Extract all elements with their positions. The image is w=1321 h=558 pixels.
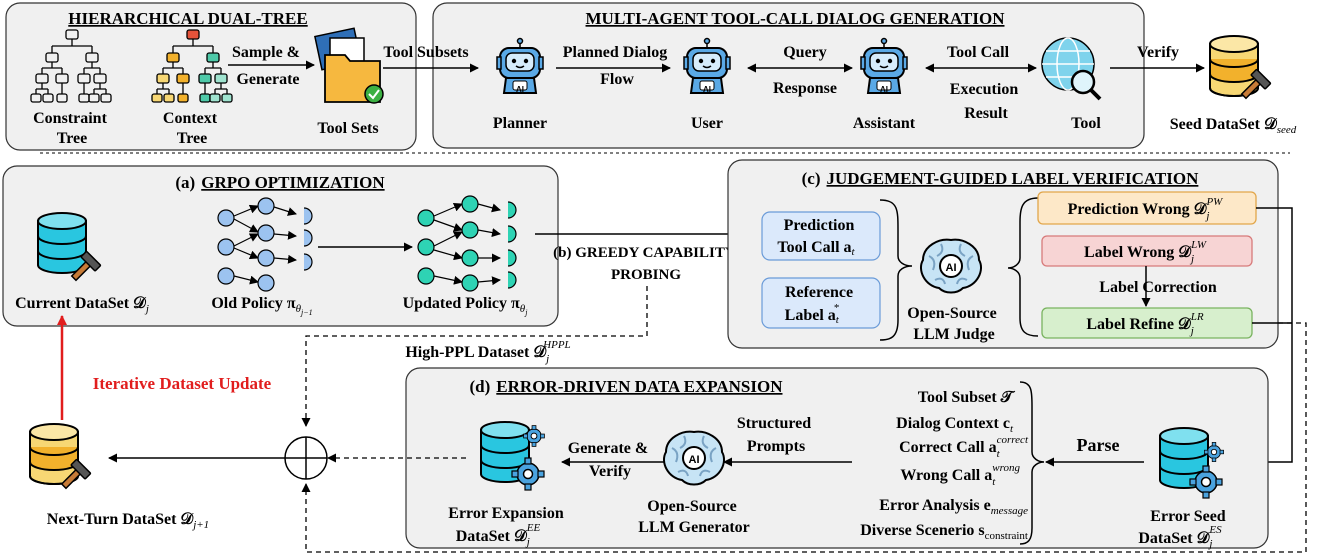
llm-generator-label: Open-Source LLM Generator (638, 498, 750, 536)
label-wrong-box (1041, 235, 1253, 267)
error-expansion-label: Error Expansion DataSet 𝒟jEE (448, 505, 567, 548)
label-wrong-label: Label Wrong 𝒟jLW (1084, 239, 1207, 265)
brain-badge: AI (946, 262, 957, 274)
correct-call-field: Correct Call atcorrect (899, 434, 1029, 460)
dialog-gen-panel (432, 2, 1145, 149)
prediction-wrong-label: Prediction Wrong 𝒟jPW (1068, 196, 1224, 222)
outputs-brace (1007, 197, 1039, 337)
constraint-tree-icon (30, 29, 112, 103)
expansion-panel (405, 367, 1269, 549)
label-refine-label: Label Refine 𝒟jLR (1086, 311, 1204, 337)
robot-badge: AI (703, 85, 711, 94)
error-seed-label: Error Seed DataSet 𝒟jES (1138, 508, 1229, 550)
old-policy-network-icon (217, 197, 313, 292)
globe-icon (1041, 37, 1102, 101)
updated-policy-label: Updated Policy πθj (403, 295, 529, 317)
context-tree-icon (151, 29, 233, 103)
tool-subsets-label: Tool Subsets (383, 44, 468, 61)
iterative-update-label: Iterative Dataset Update (93, 374, 272, 393)
prediction-tool-call-label: Prediction Tool Call at (777, 217, 858, 258)
generate-verify-label: Generate & Verify (568, 440, 652, 480)
error-analysis-field: Error Analysis emessage (879, 497, 1028, 517)
assistant-label: Assistant (853, 115, 916, 132)
judgement-title: (c)JUDGEMENT-GUIDED LABEL VERIFICATION (802, 169, 1199, 188)
execution-result-label: Execution Result (950, 81, 1022, 122)
sample-generate-label: Sample & Generate (232, 44, 304, 88)
constraint-tree-label: Constraint Tree (33, 110, 111, 147)
tool-sets-label: Tool Sets (317, 120, 378, 137)
dual-tree-title: HIERARCHICAL DUAL-TREE (68, 9, 307, 28)
next-turn-label: Next-Turn DataSet 𝒟j+1 (47, 511, 209, 531)
brain-badge: AI (689, 454, 700, 466)
reference-label-box (761, 277, 881, 329)
parse-label: Parse (1077, 435, 1120, 455)
greedy-probing-label: (b) GREEDY CAPABILITY PROBING (553, 245, 739, 283)
updated-policy-network-icon (417, 195, 517, 292)
dialog-gen-title: MULTI-AGENT TOOL-CALL DIALOG GENERATION (586, 9, 1006, 28)
user-label: User (691, 115, 723, 132)
tool-label: Tool (1071, 115, 1101, 132)
diverse-scenario-field: Diverse Scenerio sconstraint (860, 522, 1028, 542)
grpo-panel (2, 165, 559, 327)
current-dataset-icon (37, 212, 87, 274)
tool-call-label: Tool Call (947, 44, 1010, 61)
wrong-call-field: Wrong Call atwrong (900, 462, 1020, 488)
planned-dialog-label: Planned Dialog Flow (563, 44, 671, 88)
reference-label-text: Reference Label at* (785, 284, 857, 326)
query-label: Query (783, 44, 827, 61)
inputs-brace (879, 199, 913, 341)
context-tree-label: Context Tree (163, 110, 221, 147)
llm-judge-label: Open-Source LLM Judge (907, 305, 1000, 343)
structured-prompts-label: Structured Prompts (737, 415, 815, 455)
folder-icon (314, 27, 384, 104)
xor-icon (284, 436, 328, 480)
list-brace (1019, 381, 1045, 545)
error-seed-fields-list: Tool Subset 𝒯 Dialog Context ct Correct … (860, 389, 1029, 542)
refine-dashed-loop (301, 322, 1307, 553)
high-ppl-dashed-link (301, 286, 648, 427)
high-ppl-label: High-PPL Dataset 𝒟jHPPL (405, 339, 570, 365)
planner-label: Planner (493, 115, 547, 132)
dialog-context-field: Dialog Context ct (896, 415, 1014, 435)
prediction-tool-call-box (761, 211, 881, 261)
response-label: Response (773, 80, 837, 97)
current-dataset-label: Current DataSet 𝒟j (15, 295, 149, 315)
old-policy-label: Old Policy πθj−1 (211, 295, 312, 317)
robot-badge: AI (516, 85, 524, 94)
grpo-title: (a)GRPO OPTIMIZATION (175, 173, 385, 192)
seed-dataset-label: Seed DataSet 𝒟seed (1170, 116, 1297, 136)
tool-subset-field: Tool Subset 𝒯 (918, 389, 1016, 406)
verify-label: Verify (1137, 44, 1179, 61)
label-correction-label: Label Correction (1099, 279, 1217, 296)
robot-badge: AI (880, 85, 888, 94)
expansion-title: (d)ERROR-DRIVEN DATA EXPANSION (470, 377, 784, 396)
